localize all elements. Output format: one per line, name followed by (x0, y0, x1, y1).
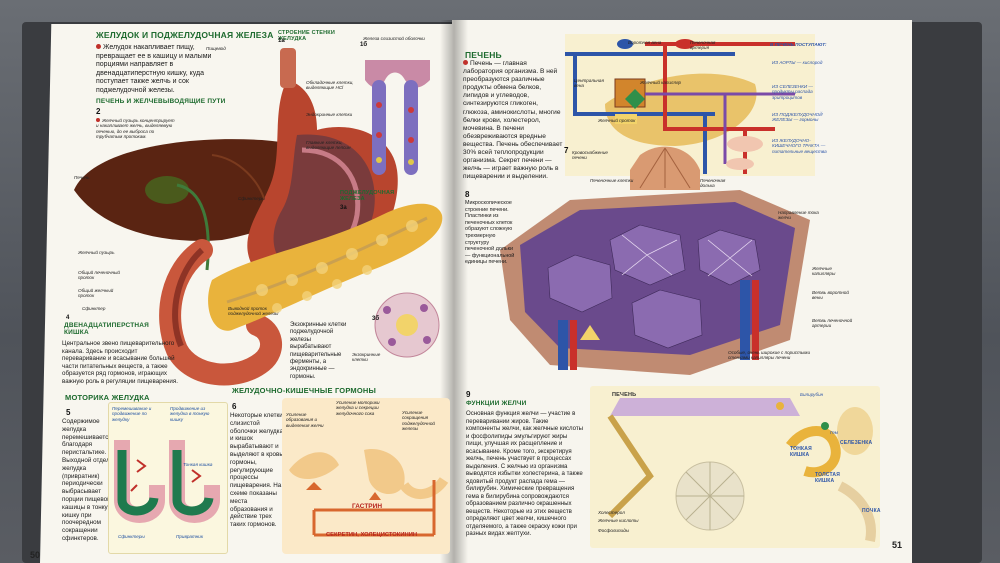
bullet-icon (463, 60, 468, 65)
label-bile-flow: Направление тока желчи (778, 210, 819, 221)
intro-right-text: Печень — главная лаборатория организма. … (463, 60, 563, 181)
label-bile-capillary: Желчный капилляр (640, 80, 682, 85)
page-number-left: 50 (30, 550, 41, 560)
label-sinusoids: Особые, очень широкие с пористыми стенка… (728, 350, 811, 361)
hormones-illustration (289, 449, 449, 537)
bile-label-bilirubin: Билирубин (800, 392, 824, 397)
motility-illustration (114, 440, 220, 523)
liver-lobule-illustration (500, 146, 810, 375)
bile-text: Основная функция желчи — участие в перев… (466, 410, 584, 537)
page-title-left: ЖЕЛУДОК И ПОДЖЕЛУДОЧНАЯ ЖЕЛЕЗА (96, 30, 274, 40)
label-lobule: Печеночная долька (700, 178, 726, 189)
heading-pancreas: ПОДЖЕЛУДОЧНАЯ ЖЕЛЕЗА (340, 190, 395, 202)
motility-text: Содержимое желудка перемешивается благод… (62, 418, 113, 542)
label-from-gut: ИЗ ЖЕЛУДОЧНО-КИШЕЧНОГО ТРАКТА — питатель… (772, 138, 827, 154)
label-bile-capillaries: Желчные капилляры (812, 266, 836, 277)
figure-number-4: 4 (66, 315, 70, 321)
figure-number-9: 9 (466, 390, 471, 399)
bile-label-acids: Желчные кислоты (598, 518, 639, 523)
intro-left: Желудок накапливает пищу, превращает ее … (96, 44, 218, 96)
label-hepatic-duct: Общий печеночный проток (78, 270, 120, 281)
motility-label-propulsion: Продвижение из желудка в тонкую кишку (170, 406, 210, 422)
label-exocrine-cells: Экзокринные клетки (352, 352, 381, 363)
motility-label-small-intestine: Тонкая кишка (183, 462, 213, 467)
label-hepatocytes: Печеночные клетки (590, 178, 634, 183)
label-esophagus: Пищевод (206, 46, 226, 51)
figure-number-6: 6 (232, 402, 237, 411)
hormone-note-pancreas: Усиление сокращения поджелудочной железы (402, 410, 435, 432)
bile-label-spleen: СЕЛЕЗЕНКА (840, 440, 873, 446)
hormone-note-stomach: Усиление моторики желудка и секреции жел… (336, 400, 380, 416)
gallbladder-note: Желчный пузырь концентрирует и накаплива… (96, 118, 176, 140)
page-title-right: ПЕЧЕНЬ (465, 50, 502, 60)
intro-right: Печень — главная лаборатория организма. … (463, 60, 563, 181)
gallbladder-note-text: Желчный пузырь концентрирует и накаплива… (96, 118, 175, 140)
stomach-wall-illustration (365, 60, 430, 175)
mucosa-gland-title: Железа слизистой оболочки (363, 36, 425, 41)
label-chief-cells: Главные клетки, выделяющие пепсин (306, 140, 351, 151)
label-bile-duct: Общий желчный проток (78, 288, 114, 299)
label-from-pancreas: ИЗ ПОДЖЕЛУДОЧНОЙ ЖЕЛЕЗЫ — гормоны (772, 112, 823, 123)
label-sphincter: Сфинктер (82, 306, 106, 311)
figure-number-3b: 3б (372, 316, 380, 322)
figure-7-caption: Кровоснабжение печени (572, 150, 608, 161)
label-pancreatic-duct: Выводной проток поджелудочной железы (228, 306, 279, 317)
bile-label-large-intestine: ТОЛСТАЯ КИШКА (815, 472, 841, 484)
bullet-icon (96, 118, 100, 122)
label-liver-receives: В ПЕЧЕНЬ ПОСТУПАЮТ: (770, 42, 827, 47)
page-number-right: 51 (892, 540, 903, 550)
label-portal-branch: Ветвь воротной вены (812, 290, 849, 301)
figure-number-1a: 1а (278, 38, 285, 44)
figure-8-text: Микроскопическое строение печени. Пласти… (465, 200, 515, 266)
label-from-spleen: ИЗ СЕЛЕЗЕНКИ — продукты распада эритроци… (772, 84, 813, 100)
label-artery-branch: Ветвь печеночной артерии (812, 318, 853, 329)
duodenum-text: Центральное звено пищеварительного канал… (62, 340, 178, 385)
label-parietal-cells: Обкладочные клетки, выделяющие HCl (306, 80, 354, 91)
figure-number-8: 8 (465, 190, 470, 199)
label-from-aorta: ИЗ АОРТЫ — кислород (772, 60, 823, 65)
figure-number-3a: 3а (340, 205, 347, 211)
bile-label-phospholipids: Фосфолипиды (598, 528, 629, 533)
label-sphincters: Сфинктеры (238, 196, 265, 201)
label-portal-vein-top: Воротная вена (628, 40, 662, 45)
label-bile-duct-right: Желчный проток (598, 118, 636, 123)
label-hepatic-artery-top: Печеночная артерия (690, 40, 716, 51)
label-central-vein: Центральная вена (574, 78, 604, 89)
intro-left-text: Желудок накапливает пищу, превращает ее … (96, 44, 212, 94)
bile-label-liver: ПЕЧЕНЬ (612, 392, 637, 398)
label-liver: Печень (74, 175, 90, 180)
digestive-organs-illustration (74, 48, 443, 386)
motility-label-mixing: Перемешивание и продвижение по желудку (112, 406, 152, 422)
label-gallbladder: Желчный пузырь (78, 250, 115, 255)
heading-duodenum: ДВЕНАДЦАТИПЕРСТНАЯ КИШКА (64, 322, 150, 336)
figure-number-2: 2 (96, 107, 101, 116)
hormones-text: Некоторые клетки слизистой оболочки желу… (230, 412, 284, 529)
figure-number-7: 7 (564, 146, 569, 155)
bile-label-cholesterol: Холестерол (598, 510, 625, 515)
heading-bile-functions: ФУНКЦИИ ЖЕЛЧИ (466, 400, 527, 407)
bile-label-small-intestine: ТОНКАЯ КИШКА (790, 446, 812, 458)
bile-label-heme: Гем (830, 430, 838, 435)
hormone-secretin: СЕКРЕТИН, ХОЛЕЦИСТОКИНИН (326, 532, 418, 538)
label-endocrine-cells: Эндокринные клетки (306, 112, 353, 117)
hormone-note-bile: Усиление образования и выделения желчи (286, 412, 324, 428)
blood-supply-diagram (565, 39, 795, 174)
bile-cycle-illustration (607, 398, 876, 542)
duodenum-shape (159, 239, 282, 386)
heading-hormones: ЖЕЛУДОЧНО-КИШЕЧНЫЕ ГОРМОНЫ (232, 386, 377, 395)
heading-stomach-wall: СТРОЕНИЕ СТЕНКИ ЖЕЛУДКА (278, 30, 336, 42)
exocrine-text: Экзокринные клетки поджелудочной железы … (290, 322, 347, 380)
motility-label-sphincters: Сфинктеры (118, 534, 145, 539)
bullet-icon (96, 44, 101, 49)
figure-number-1b: 1б (360, 42, 368, 48)
bile-label-kidney: ПОЧКА (862, 508, 881, 514)
heading-motility: МОТОРИКА ЖЕЛУДКА (65, 393, 150, 402)
figure-number-5: 5 (66, 408, 71, 417)
hormone-gastrin: ГАСТРИН (352, 503, 383, 510)
motility-label-pylorus: Привратник (176, 534, 204, 539)
heading-liver-ducts: ПЕЧЕНЬ И ЖЕЛЧЕВЫВОДЯЩИЕ ПУТИ (96, 98, 226, 105)
gallbladder-shape (145, 176, 189, 204)
